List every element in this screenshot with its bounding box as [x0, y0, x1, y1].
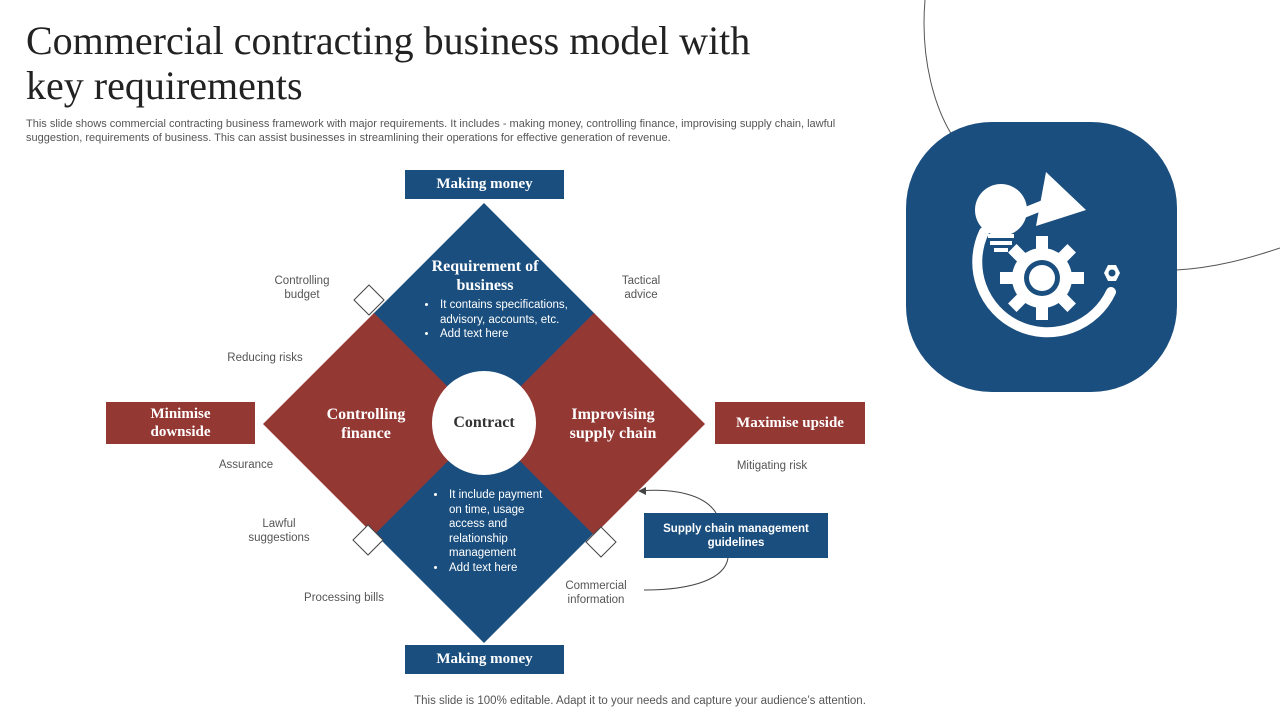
- page-title: Commercial contracting business model wi…: [26, 18, 751, 108]
- bullet-item: It contains specifications, advisory, ac…: [438, 298, 588, 327]
- controlling-finance-title: Controlling finance: [326, 406, 406, 442]
- curved-arrow: [639, 489, 717, 514]
- corner-square-bottom-right: [585, 526, 617, 558]
- page-subtitle: This slide shows commercial contracting …: [26, 118, 836, 144]
- diamond-left: [263, 313, 485, 535]
- bullet-item: Add text here: [447, 561, 555, 576]
- curved-connector: [643, 557, 729, 591]
- requirement-of-business-title: Requirement of business: [431, 258, 539, 294]
- bottom-bullets: It include payment on time, usage access…: [433, 488, 555, 575]
- innovation-gear-icon: [972, 172, 1120, 338]
- label-maximise-upside: Maximise upside: [715, 402, 865, 444]
- corner-square-bottom-left: [352, 524, 384, 556]
- note-processing-bills: Processing bills: [304, 592, 384, 604]
- label-making-money-top: Making money: [405, 170, 564, 199]
- diamond-right: [483, 313, 705, 535]
- label-making-money-bottom: Making money: [405, 645, 564, 674]
- note-mitigating-risk: Mitigating risk: [736, 460, 808, 472]
- note-assurance: Assurance: [218, 459, 274, 471]
- note-controlling-budget: Controlling budget: [274, 275, 330, 301]
- footer-note: This slide is 100% editable. Adapt it to…: [414, 695, 866, 707]
- note-lawful-suggestions: Lawful suggestions: [248, 518, 310, 544]
- improvising-supply-chain-title: Improvising supply chain: [569, 406, 657, 442]
- bullet-item: Add text here: [438, 327, 588, 342]
- label-minimise-downside: Minimise downside: [106, 402, 255, 444]
- supply-chain-guidelines-box: Supply chain management guidelines: [644, 513, 828, 558]
- contract-circle: Contract: [432, 371, 536, 475]
- bullet-item: It include payment on time, usage access…: [447, 488, 555, 561]
- corner-square-top-left: [353, 284, 385, 316]
- note-tactical-advice: Tactical advice: [621, 275, 661, 301]
- requirement-bullets: It contains specifications, advisory, ac…: [424, 298, 588, 342]
- note-reducing-risks: Reducing risks: [227, 352, 303, 364]
- icon-tile: [906, 122, 1177, 392]
- note-commercial-information: Commercial information: [565, 580, 627, 606]
